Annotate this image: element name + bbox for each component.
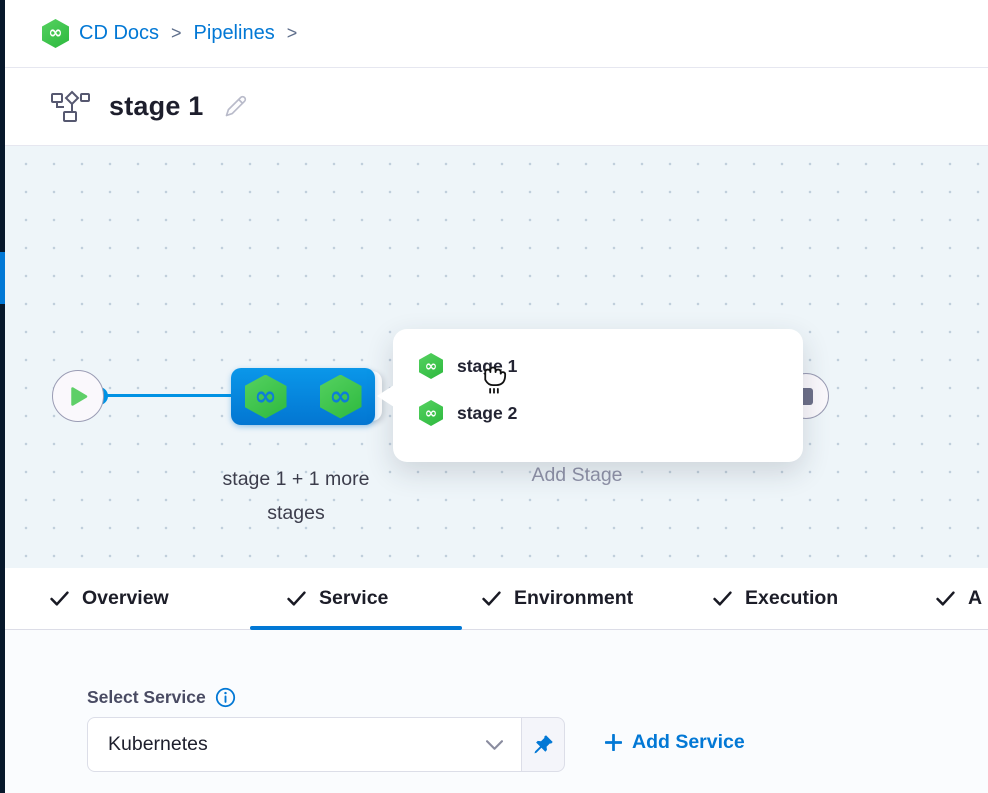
tab-execution[interactable]: Execution: [713, 568, 838, 629]
select-service-label-row: Select Service: [87, 687, 236, 708]
popup-item-stage-2[interactable]: stage 2: [393, 392, 803, 434]
add-service-button[interactable]: Add Service: [605, 731, 745, 754]
play-icon: [71, 386, 88, 406]
popup-item-label: stage 2: [457, 402, 518, 423]
cd-stage-hexagon-icon: [419, 353, 443, 379]
tab-label: A: [968, 587, 983, 609]
stage-popup-caret: [377, 385, 394, 407]
tab-label: Execution: [745, 587, 839, 609]
breadcrumb: CD Docs > Pipelines >: [0, 0, 988, 68]
service-select[interactable]: Kubernetes: [87, 717, 522, 772]
stage-list-popup: stage 1 stage 2: [393, 329, 803, 462]
breadcrumb-separator-icon: >: [171, 23, 182, 43]
service-select-group: Kubernetes: [87, 717, 565, 772]
popup-item-stage-1[interactable]: stage 1: [393, 345, 803, 387]
service-tab-panel: Select Service Kubernetes: [0, 630, 988, 793]
cd-stage-hexagon-icon: [244, 374, 287, 419]
stage-setup-tabbar: Overview Service Environment Execution A: [0, 568, 988, 630]
check-icon: [287, 591, 306, 606]
breadcrumb-project[interactable]: CD Docs: [79, 22, 160, 44]
edit-title-pencil-icon[interactable]: [222, 93, 249, 120]
popup-item-label: stage 1: [457, 355, 518, 376]
tab-environment[interactable]: Environment: [482, 568, 633, 629]
nav-rail-sliver[interactable]: [0, 0, 5, 793]
page-title: stage 1: [109, 91, 204, 121]
check-icon: [713, 591, 732, 606]
select-service-label: Select Service: [87, 687, 206, 707]
nav-rail-active-indicator: [0, 252, 5, 304]
cd-stage-hexagon-icon: [419, 400, 443, 426]
stage-group-label: stage 1 + 1 more stages: [222, 468, 370, 524]
tab-advanced-clipped[interactable]: A: [936, 568, 982, 629]
check-icon: [936, 591, 955, 606]
pipeline-connector-line: [100, 394, 232, 397]
cd-stage-hexagon-icon: [319, 374, 362, 419]
stage-title-bar: stage 1: [0, 68, 988, 146]
add-service-label: Add Service: [632, 731, 745, 753]
plus-icon: [605, 734, 622, 751]
stage-group-node[interactable]: [231, 368, 375, 425]
pushpin-icon: [533, 735, 553, 754]
pipeline-canvas[interactable]: stage 1 + 1 more stages Add Stage stage …: [0, 146, 988, 568]
pin-service-button[interactable]: [522, 717, 565, 772]
check-icon: [50, 591, 69, 606]
chevron-down-icon: [486, 739, 503, 750]
breadcrumb-separator-icon: >: [286, 23, 298, 43]
tab-label: Overview: [82, 587, 169, 609]
breadcrumb-pipelines[interactable]: Pipelines: [193, 22, 275, 44]
tab-overview[interactable]: Overview: [50, 568, 169, 629]
active-tab-underline: [250, 626, 462, 630]
service-select-value: Kubernetes: [108, 733, 208, 755]
add-stage-button[interactable]: Add Stage: [531, 464, 623, 486]
tab-label: Environment: [514, 587, 634, 609]
tab-label: Service: [319, 587, 389, 609]
tab-service[interactable]: Service: [287, 568, 388, 629]
harness-logo-icon: [42, 19, 69, 48]
check-icon: [482, 591, 501, 606]
pipeline-start-node[interactable]: [52, 370, 104, 422]
info-icon[interactable]: [215, 687, 236, 708]
pipeline-flowchart-icon: [50, 90, 90, 123]
